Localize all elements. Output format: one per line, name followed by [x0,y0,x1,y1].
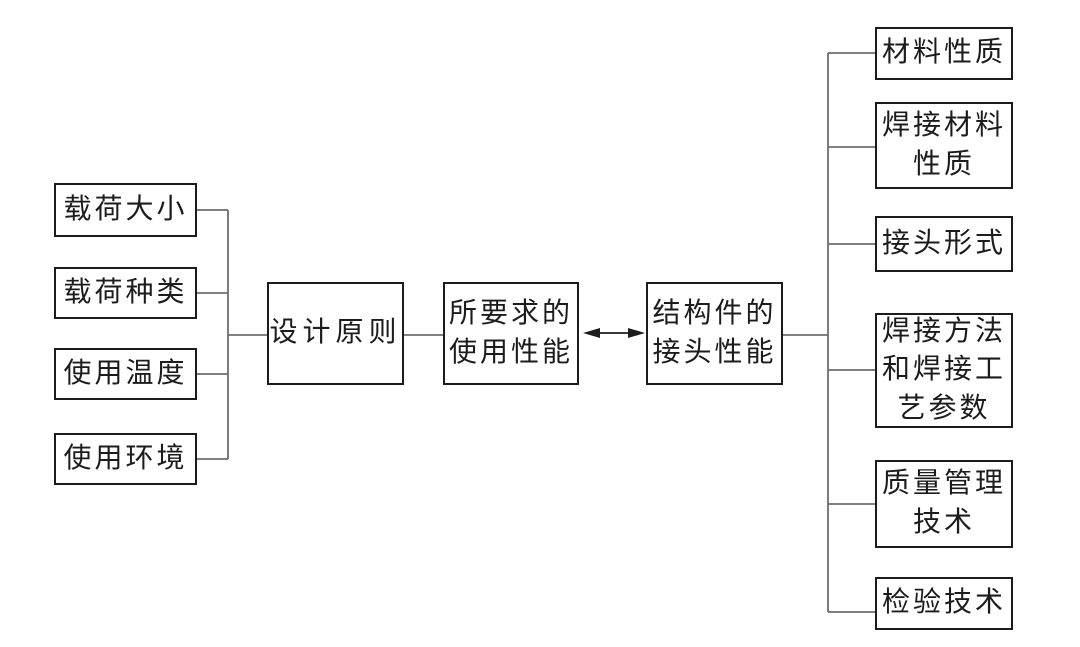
arrowhead-left [583,328,600,338]
box-service-environment: 使用环境 [54,433,197,485]
box-load-type: 载荷种类 [54,267,197,319]
box-inspection-technology: 检验技术 [875,577,1013,630]
box-service-temperature: 使用温度 [54,348,197,400]
box-welding-material-properties: 焊接材料 性质 [875,102,1013,189]
box-design-principles: 设计原则 [267,282,404,385]
box-load-magnitude: 载荷大小 [54,183,197,237]
box-joint-form: 接头形式 [875,216,1013,272]
box-required-service-performance: 所要求的 使用性能 [443,282,579,385]
box-welding-method-process-parameters: 焊接方法 和焊接工 艺参数 [875,313,1013,428]
box-quality-management-technology: 质量管理 技术 [875,460,1013,548]
arrowhead-right [628,328,645,338]
box-structural-joint-performance: 结构件的 接头性能 [646,282,783,385]
bidirectional-arrow [583,328,645,338]
box-material-properties: 材料性质 [875,27,1013,80]
